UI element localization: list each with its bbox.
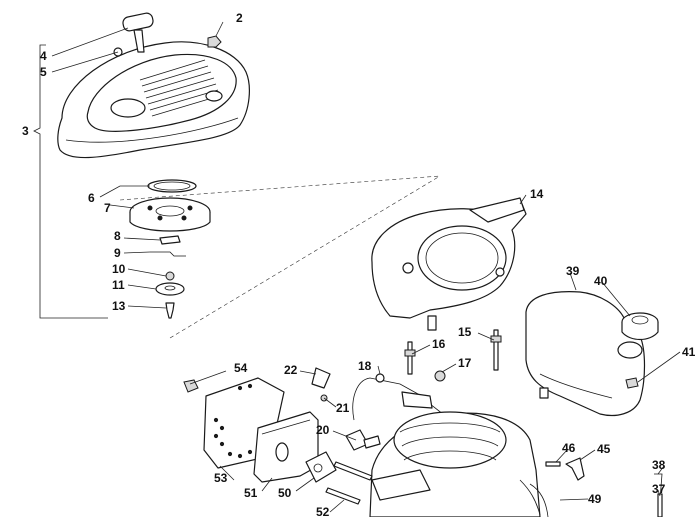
screw-17 — [434, 370, 446, 382]
projection-lines — [119, 175, 441, 339]
engine-block — [369, 411, 541, 517]
cover-vent-slots — [139, 59, 220, 117]
exhaust-gasket — [305, 451, 337, 483]
callout-52: 52 — [316, 505, 330, 517]
muffler — [253, 411, 319, 483]
callout-10: 10 — [112, 262, 126, 276]
callout-50: 50 — [278, 486, 292, 500]
callout-22: 22 — [284, 363, 298, 377]
throttle-bracket — [565, 457, 585, 481]
callout-39: 39 — [566, 264, 580, 278]
starter-cover — [57, 41, 250, 159]
callout-20: 20 — [316, 423, 330, 437]
starter-handle — [122, 12, 154, 53]
center-screw — [165, 302, 175, 319]
control-cable — [657, 493, 663, 517]
callout-8: 8 — [114, 229, 121, 243]
fuel-cap — [621, 312, 659, 341]
callout-37: 37 — [652, 482, 666, 496]
spark-plug — [363, 435, 381, 449]
callout-21: 21 — [336, 401, 350, 415]
callout-leaders — [51, 21, 681, 513]
callout-4: 4 — [40, 49, 47, 63]
muffler-studs — [325, 461, 373, 505]
tank-screw — [625, 377, 639, 389]
nut — [207, 35, 222, 48]
callout-18: 18 — [358, 359, 372, 373]
callout-2: 2 — [236, 11, 243, 25]
retainer — [165, 271, 175, 281]
friction-plate — [155, 282, 185, 296]
control-cable-clip — [654, 473, 663, 501]
callout-6: 6 — [88, 191, 95, 205]
blower-housing — [371, 197, 527, 331]
pawl-spring — [150, 251, 186, 257]
muffler-bracket — [311, 367, 331, 389]
governor-rod — [529, 483, 549, 517]
ignition-lead — [352, 373, 449, 421]
callout-38: 38 — [652, 458, 666, 472]
callout-49: 49 — [588, 492, 602, 506]
callout-5: 5 — [40, 65, 47, 79]
callout-17: 17 — [458, 356, 472, 370]
throttle-link — [545, 461, 561, 467]
recoil-pulley — [129, 197, 211, 232]
stud-15 — [490, 329, 502, 371]
callout-numbers: 2 3 4 5 6 7 8 9 10 11 13 14 15 16 17 18 … — [22, 11, 696, 517]
callout-15: 15 — [458, 325, 472, 339]
callout-54: 54 — [234, 361, 248, 375]
callout-9: 9 — [114, 246, 121, 260]
pawl — [159, 235, 181, 245]
callout-53: 53 — [214, 471, 228, 485]
guard-nut — [183, 379, 199, 393]
callout-7: 7 — [104, 201, 111, 215]
group-bracket-3 — [33, 44, 108, 319]
callout-11: 11 — [112, 278, 125, 292]
callout-14: 14 — [530, 187, 544, 201]
callout-45: 45 — [597, 442, 611, 456]
recoil-spring — [147, 179, 197, 193]
callout-13: 13 — [112, 299, 126, 313]
callout-3: 3 — [22, 124, 29, 138]
fuel-tank — [525, 291, 646, 417]
callout-40: 40 — [594, 274, 608, 288]
callout-46: 46 — [562, 441, 576, 455]
callout-51: 51 — [244, 486, 258, 500]
callout-16: 16 — [432, 337, 446, 351]
stud-16 — [404, 341, 416, 375]
callout-41: 41 — [682, 345, 696, 359]
